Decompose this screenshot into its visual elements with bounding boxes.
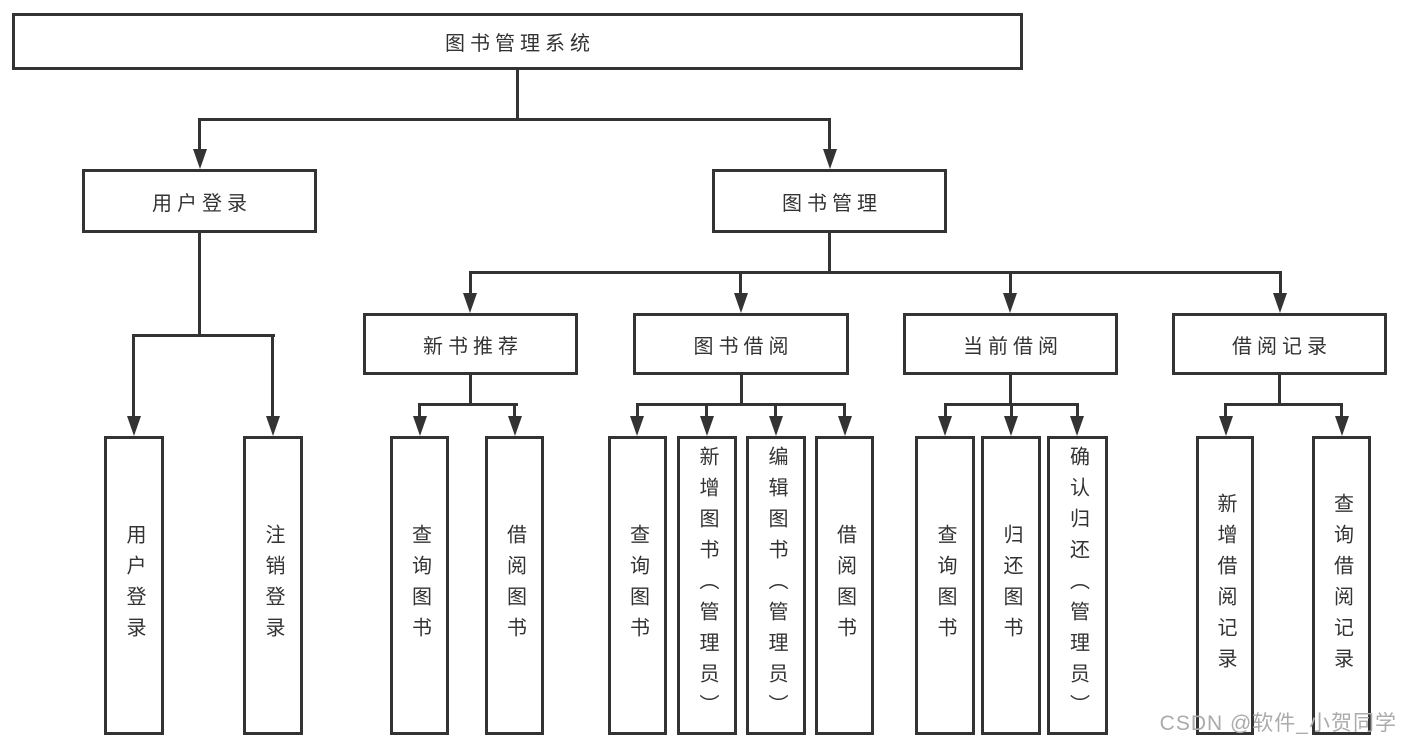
connector bbox=[739, 271, 742, 297]
leaf-label: 查询借阅记录 bbox=[1330, 492, 1353, 679]
node-library-management-system: 图书管理系统 bbox=[12, 13, 1023, 70]
connector bbox=[705, 403, 708, 422]
leaf-label: 借阅图书 bbox=[833, 523, 856, 648]
connector bbox=[740, 375, 743, 405]
leaf-label: 注销登录 bbox=[262, 523, 284, 648]
node-label: 新书推荐 bbox=[423, 335, 523, 358]
arrowhead bbox=[823, 149, 837, 169]
leaf-query-books-recommend: 查询图书 bbox=[390, 436, 449, 735]
leaf-edit-books-admin: 编辑图书（管理员） bbox=[746, 436, 806, 735]
connector bbox=[636, 403, 639, 422]
connector bbox=[513, 403, 516, 422]
leaf-label: 新增借阅记录 bbox=[1214, 492, 1236, 679]
node-new-book-recommendation: 新书推荐 bbox=[363, 313, 578, 375]
arrowhead bbox=[193, 149, 207, 169]
node-label: 图书管理 bbox=[782, 192, 882, 215]
arrowhead bbox=[266, 416, 280, 436]
leaf-label: 确认归还（管理员） bbox=[1066, 446, 1089, 725]
connector bbox=[516, 69, 519, 121]
leaf-label: 查询图书 bbox=[408, 523, 431, 648]
connector bbox=[198, 118, 201, 155]
node-label: 图书借阅 bbox=[693, 335, 794, 358]
arrowhead bbox=[1004, 416, 1018, 436]
node-label: 借阅记录 bbox=[1232, 335, 1332, 358]
connector bbox=[199, 118, 831, 121]
arrowhead bbox=[630, 416, 644, 436]
leaf-query-borrow-record: 查询借阅记录 bbox=[1312, 436, 1371, 735]
connector bbox=[828, 233, 831, 273]
leaf-query-books-borrowing: 查询图书 bbox=[608, 436, 667, 735]
arrowhead bbox=[938, 416, 952, 436]
leaf-return-books: 归还图书 bbox=[981, 436, 1041, 735]
leaf-add-books-admin: 新增图书（管理员） bbox=[677, 436, 737, 735]
arrowhead bbox=[734, 293, 748, 313]
arrowhead bbox=[700, 416, 714, 436]
arrowhead bbox=[1219, 416, 1233, 436]
connector bbox=[1009, 271, 1012, 297]
arrowhead bbox=[1273, 293, 1287, 313]
connector bbox=[1340, 403, 1343, 422]
node-book-management-branch: 图书管理 bbox=[712, 169, 947, 233]
connector bbox=[1224, 403, 1227, 422]
connector bbox=[418, 403, 421, 422]
connector bbox=[1009, 375, 1012, 405]
connector bbox=[469, 375, 472, 405]
leaf-label: 编辑图书（管理员） bbox=[765, 446, 787, 725]
connector bbox=[271, 334, 274, 422]
connector bbox=[828, 118, 831, 155]
leaf-borrow-books-recommend: 借阅图书 bbox=[485, 436, 544, 735]
connector bbox=[419, 403, 518, 406]
connector bbox=[1224, 403, 1343, 406]
node-book-borrowing: 图书借阅 bbox=[633, 313, 849, 375]
leaf-label: 新增图书（管理员） bbox=[696, 446, 718, 725]
leaf-confirm-return-admin: 确认归还（管理员） bbox=[1047, 436, 1108, 735]
leaf-label: 借阅图书 bbox=[503, 523, 526, 648]
arrowhead bbox=[769, 416, 783, 436]
node-current-borrowing: 当前借阅 bbox=[903, 313, 1118, 375]
node-borrowing-records: 借阅记录 bbox=[1172, 313, 1387, 375]
leaf-label: 用户登录 bbox=[123, 523, 145, 648]
connector bbox=[1278, 375, 1281, 405]
arrowhead bbox=[838, 416, 852, 436]
node-user-login-branch: 用户登录 bbox=[82, 169, 317, 233]
watermark: CSDN @软件_小贺同学 bbox=[1159, 712, 1397, 735]
arrowhead bbox=[1003, 293, 1017, 313]
connector bbox=[843, 403, 846, 422]
connector bbox=[636, 403, 846, 406]
connector bbox=[1279, 271, 1282, 297]
connector bbox=[469, 271, 1282, 274]
node-label: 图书管理系统 bbox=[445, 33, 595, 55]
connector bbox=[132, 334, 135, 422]
connector bbox=[1010, 403, 1013, 422]
arrowhead bbox=[1335, 416, 1349, 436]
arrowhead bbox=[127, 416, 141, 436]
leaf-add-borrow-record: 新增借阅记录 bbox=[1196, 436, 1254, 735]
arrowhead bbox=[413, 416, 427, 436]
leaf-label: 查询图书 bbox=[934, 523, 956, 648]
connector bbox=[944, 403, 947, 422]
node-label: 用户登录 bbox=[152, 192, 252, 215]
leaf-label: 归还图书 bbox=[1000, 523, 1022, 648]
leaf-user-login: 用户登录 bbox=[104, 436, 164, 735]
arrowhead bbox=[1070, 416, 1084, 436]
connector bbox=[1076, 403, 1079, 422]
leaf-logout: 注销登录 bbox=[243, 436, 303, 735]
connector bbox=[198, 233, 201, 336]
leaf-label: 查询图书 bbox=[626, 523, 649, 648]
leaf-query-books-current: 查询图书 bbox=[915, 436, 975, 735]
arrowhead bbox=[508, 416, 522, 436]
leaf-borrow-books-borrowing: 借阅图书 bbox=[815, 436, 874, 735]
connector bbox=[133, 334, 275, 337]
connector bbox=[774, 403, 777, 422]
arrowhead bbox=[463, 293, 477, 313]
node-label: 当前借阅 bbox=[963, 335, 1063, 358]
connector bbox=[469, 271, 472, 297]
